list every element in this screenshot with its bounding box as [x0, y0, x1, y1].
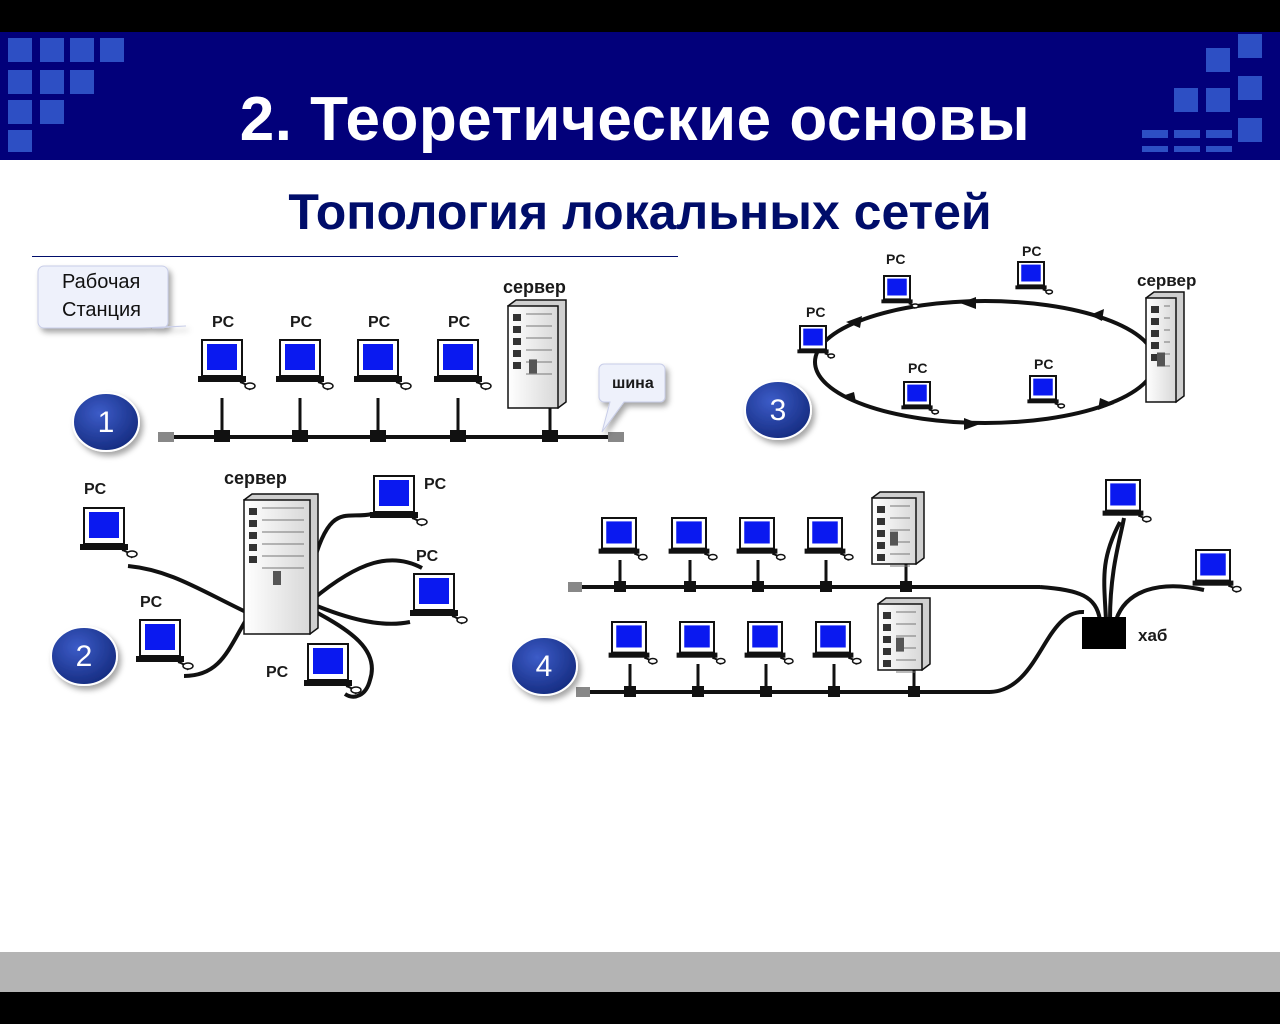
badge-number: 4	[536, 650, 553, 683]
hub-label: хаб	[1138, 626, 1167, 645]
deco-square	[1174, 88, 1198, 112]
ring-pc-label: PC	[1034, 356, 1053, 372]
deco-square	[70, 38, 94, 62]
deco-square	[1206, 146, 1232, 152]
ring-workstation	[797, 325, 836, 359]
callout-line-1: Рабочая	[62, 271, 140, 293]
deco-square	[40, 100, 64, 124]
deco-square	[1174, 130, 1200, 138]
bus-server-label: сервер	[503, 277, 566, 297]
upper-bus-workstation	[736, 517, 786, 561]
badge-number: 1	[98, 406, 115, 439]
upper-bus-workstation	[598, 517, 648, 561]
star-server-label: сервер	[224, 468, 287, 488]
deco-square	[1206, 130, 1232, 138]
hub-workstation-right	[1192, 549, 1242, 593]
upper-bus-workstation	[668, 517, 718, 561]
callout-line-2: Станция	[62, 299, 141, 321]
deco-square	[100, 38, 124, 62]
workstation-callout	[37, 265, 187, 329]
deco-square	[1238, 118, 1262, 142]
star-server	[243, 493, 319, 636]
footer-band	[0, 952, 1280, 992]
upper-bus-server	[870, 491, 925, 567]
bus-pc-label: PC	[368, 314, 391, 331]
lower-bus-server	[876, 597, 931, 673]
topology-bus: PC PC PC PC сервер Рабочая Станция шина	[37, 265, 666, 442]
ring-workstation	[1027, 375, 1066, 409]
upper-bus-workstation	[804, 517, 854, 561]
deco-square	[70, 70, 94, 94]
title-banner	[0, 32, 1280, 160]
deco-square	[8, 38, 32, 62]
ring-workstation	[881, 275, 920, 309]
topology-bus-hub: хаб	[568, 479, 1242, 697]
bus-pc-label: PC	[290, 314, 313, 331]
star-workstation	[410, 573, 468, 625]
deco-square	[1238, 34, 1262, 58]
hub	[1082, 617, 1126, 649]
star-pc-label: PC	[266, 664, 289, 681]
bus-pc-label: PC	[212, 314, 235, 331]
bus-callout	[598, 363, 666, 433]
lower-bus-workstation	[744, 621, 794, 665]
hub-workstation-top	[1102, 479, 1152, 523]
bus-workstation	[354, 339, 412, 391]
badge-number: 2	[76, 640, 93, 673]
lower-bus-workstation	[812, 621, 862, 665]
bus-terminator-left	[158, 432, 174, 442]
subtitle-rule	[32, 256, 678, 257]
star-workstation	[370, 475, 428, 527]
bus-callout-label: шина	[612, 375, 654, 392]
ring-workstation	[1015, 261, 1054, 295]
bus-terminator-right	[608, 432, 624, 442]
ring-arrows	[842, 297, 1114, 430]
star-pc-label: PC	[140, 594, 163, 611]
star-pc-label: PC	[84, 481, 107, 498]
star-workstation	[80, 507, 138, 559]
ring-workstation	[901, 381, 940, 415]
bus-workstation	[276, 339, 334, 391]
deco-square	[1174, 146, 1200, 152]
bus-workstation	[198, 339, 256, 391]
deco-square	[8, 100, 32, 124]
ring-pc-label: PC	[1022, 243, 1041, 259]
ring-pc-label: PC	[908, 360, 927, 376]
deco-square	[1142, 146, 1168, 152]
bus-workstation	[434, 339, 492, 391]
badge-number: 3	[770, 394, 787, 427]
topology-number-badge: 1	[72, 392, 140, 452]
bus-pc-label: PC	[448, 314, 471, 331]
topology-number-badge: 2	[50, 626, 118, 686]
deco-square	[1142, 130, 1168, 138]
deco-square	[1206, 88, 1230, 112]
ring-pc-label: PC	[886, 251, 905, 267]
banner-decoration	[8, 34, 1262, 152]
deco-square	[40, 38, 64, 62]
deco-square	[8, 70, 32, 94]
deco-square	[1238, 76, 1262, 100]
lower-bus-workstation	[608, 621, 658, 665]
deco-square	[1206, 48, 1230, 72]
ring-pc-label: PC	[806, 304, 825, 320]
lower-bus-workstation	[676, 621, 726, 665]
ring-server-label: сервер	[1137, 271, 1196, 290]
slide-subtitle: Топология локальных сетей	[288, 184, 992, 240]
star-pc-label: PC	[416, 548, 439, 565]
star-workstation	[304, 643, 362, 695]
star-pc-label: PC	[424, 476, 447, 493]
topology-number-badge: 4	[510, 636, 578, 696]
deco-square	[40, 70, 64, 94]
slide-title: 2. Теоретические основы	[239, 85, 1031, 154]
deco-square	[8, 130, 32, 152]
topology-number-badge: 3	[744, 380, 812, 440]
star-workstation	[136, 619, 194, 671]
bus-server	[507, 299, 567, 410]
ring-server	[1145, 291, 1185, 404]
